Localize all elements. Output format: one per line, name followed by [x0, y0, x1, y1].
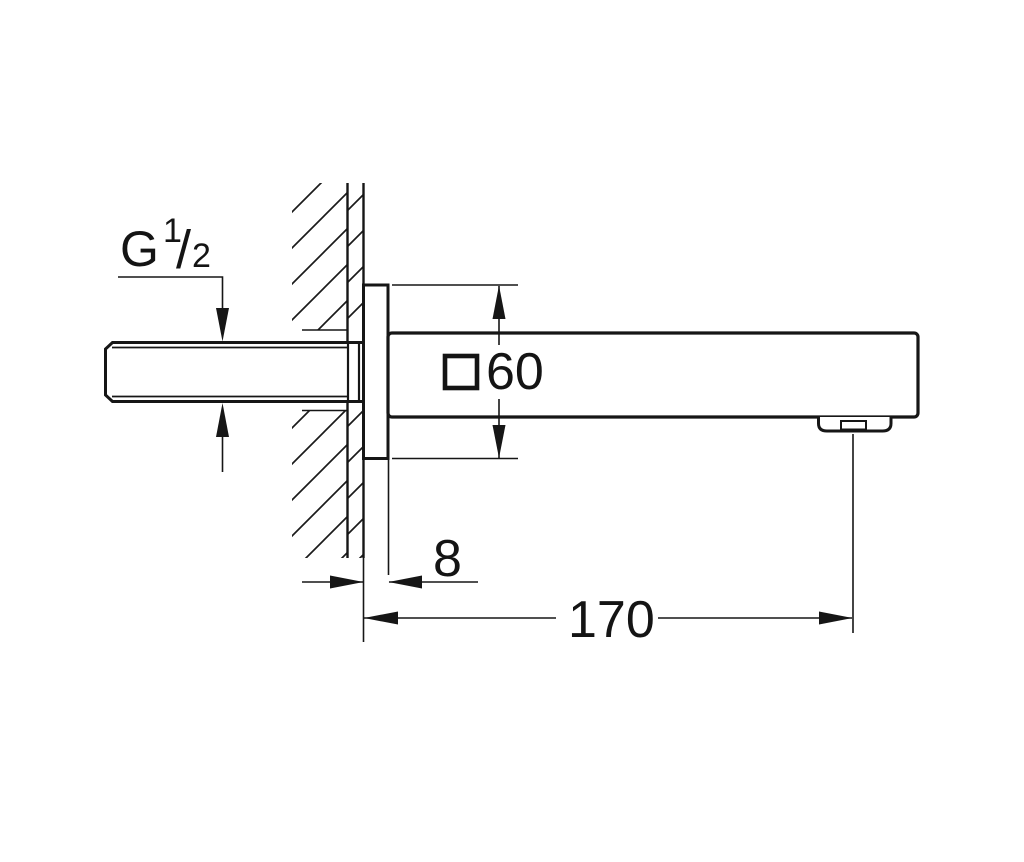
wall-layer-hatch-lower — [347, 410, 364, 558]
thread-leader-line — [118, 276, 224, 310]
dim170-arrow-left-icon — [364, 611, 398, 625]
plate-thickness-value: 8 — [433, 530, 462, 588]
thickness-8-dimension: 8 — [302, 458, 478, 642]
pipe-outline — [104, 341, 362, 403]
square-dimension-icon — [442, 353, 480, 391]
wall-hatch-upper — [292, 183, 348, 330]
dim8-arrow-right-icon — [330, 575, 364, 589]
mousseur-outlet — [840, 420, 867, 431]
square-60-dimension: 60 — [392, 284, 544, 460]
escutcheon-plate — [362, 283, 390, 460]
dim60-arrow-down-icon — [492, 425, 506, 458]
length-170-dimension: 170 — [364, 434, 854, 649]
inlet-pipe — [104, 341, 362, 403]
wall-hole — [302, 329, 347, 412]
dim8-arrow-left-icon — [388, 575, 422, 589]
square-size-value: 60 — [486, 343, 544, 401]
spout-length-value: 170 — [568, 591, 655, 649]
thread-arrow-up-icon — [216, 403, 229, 437]
wall-hatching — [292, 183, 364, 558]
thread-annotation: G 1 / 2 — [118, 212, 229, 472]
aerator — [817, 417, 893, 433]
thread-size-label: G 1 / 2 — [120, 212, 211, 280]
dim60-arrow-up-icon — [492, 285, 506, 319]
dim170-arrow-right-icon — [819, 611, 853, 625]
pipe-fill — [105, 342, 362, 402]
thread-arrow-down-icon — [216, 308, 229, 342]
spout-body — [386, 331, 920, 419]
wall-layer-hatch-upper — [347, 183, 364, 330]
wall-hatch-lower — [292, 410, 348, 558]
